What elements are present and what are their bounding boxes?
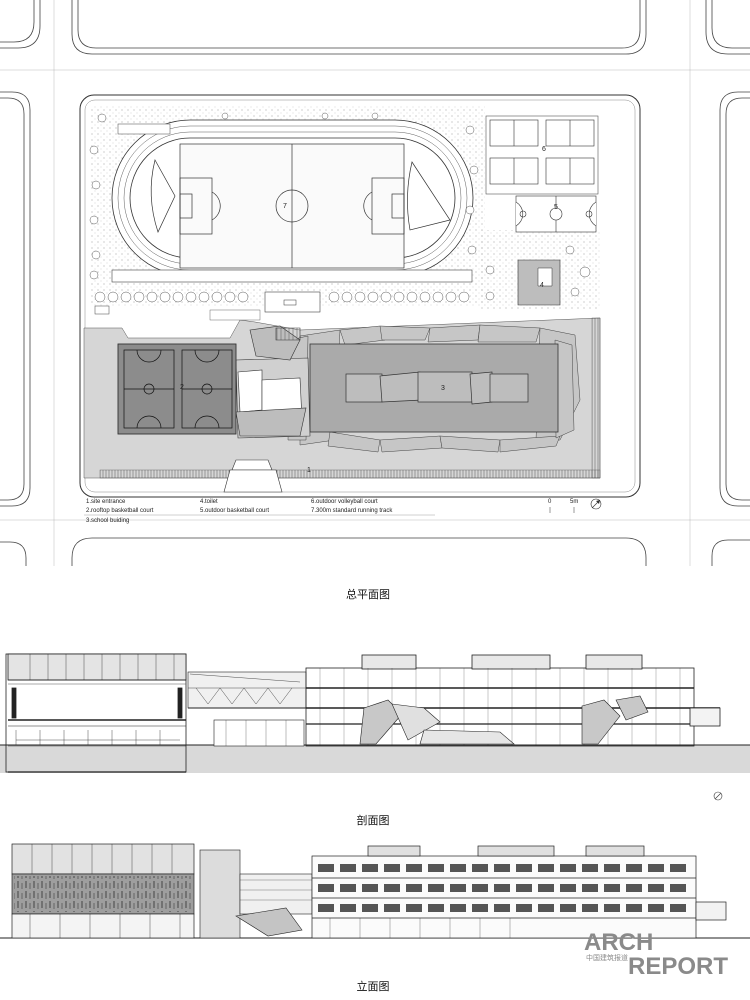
scale-bar: 0 5m: [548, 499, 578, 513]
football-pitch: [179, 143, 405, 269]
roof-blocks: [345, 371, 529, 405]
section-drawing: 剖面图: [0, 653, 750, 827]
section-bridge: [187, 671, 307, 747]
plan-label-6: 6: [542, 146, 546, 153]
outdoor-basketball-court: [515, 195, 597, 233]
legend: 1.site entrance 2.rooftop basketball cou…: [84, 499, 435, 524]
scale-zero: 0: [548, 499, 552, 505]
elevation-gym: [11, 843, 195, 939]
north-arrow-icon: [590, 498, 602, 510]
watermark-sub: 中国建筑报道: [586, 953, 628, 962]
site-plan: 1.site entrance 2.rooftop basketball cou…: [0, 0, 750, 601]
legend-item-4: 4.toilet: [200, 499, 218, 505]
section-north-icon: [713, 791, 723, 801]
plan-label-1: 1: [307, 467, 311, 474]
legend-item-5: 5.outdoor basketball court: [200, 508, 269, 514]
section-caption: 剖面图: [357, 813, 390, 827]
plan-label-2: 2: [180, 384, 184, 391]
elevation-windows: [318, 864, 686, 912]
legend-item-1: 1.site entrance: [86, 499, 126, 505]
rooftop-basketball-courts: [123, 349, 233, 429]
section-stairs: [359, 695, 649, 745]
watermark-line2: REPORT: [628, 953, 728, 980]
elevation-caption: 立面图: [357, 979, 390, 993]
plan-label-4: 4: [540, 282, 544, 289]
archreport-logo: ARCH 中国建筑报道 REPORT: [584, 929, 728, 980]
volleyball-courts: [485, 115, 599, 195]
elevation-link: [199, 849, 313, 939]
city-blocks: [0, 0, 750, 566]
scale-length: 5m: [570, 499, 578, 505]
plan-label-7: 7: [283, 203, 287, 210]
legend-item-6: 6.outdoor volleyball court: [311, 499, 378, 505]
site-plan-caption: 总平面图: [346, 587, 390, 601]
elevation-drawing: 立面图: [0, 843, 750, 993]
legend-item-3: 3.school buiding: [86, 518, 129, 524]
plan-label-5: 5: [554, 204, 558, 211]
section-gym: [5, 653, 187, 773]
plan-label-3: 3: [441, 385, 445, 392]
legend-item-7: 7.300m standard running track: [311, 508, 393, 514]
elevation-school: [311, 845, 727, 939]
watermark-line1: ARCH: [584, 929, 653, 956]
legend-item-2: 2.rooftop basketball court: [86, 508, 154, 514]
connector: [223, 325, 311, 493]
tree-row: [89, 112, 591, 303]
